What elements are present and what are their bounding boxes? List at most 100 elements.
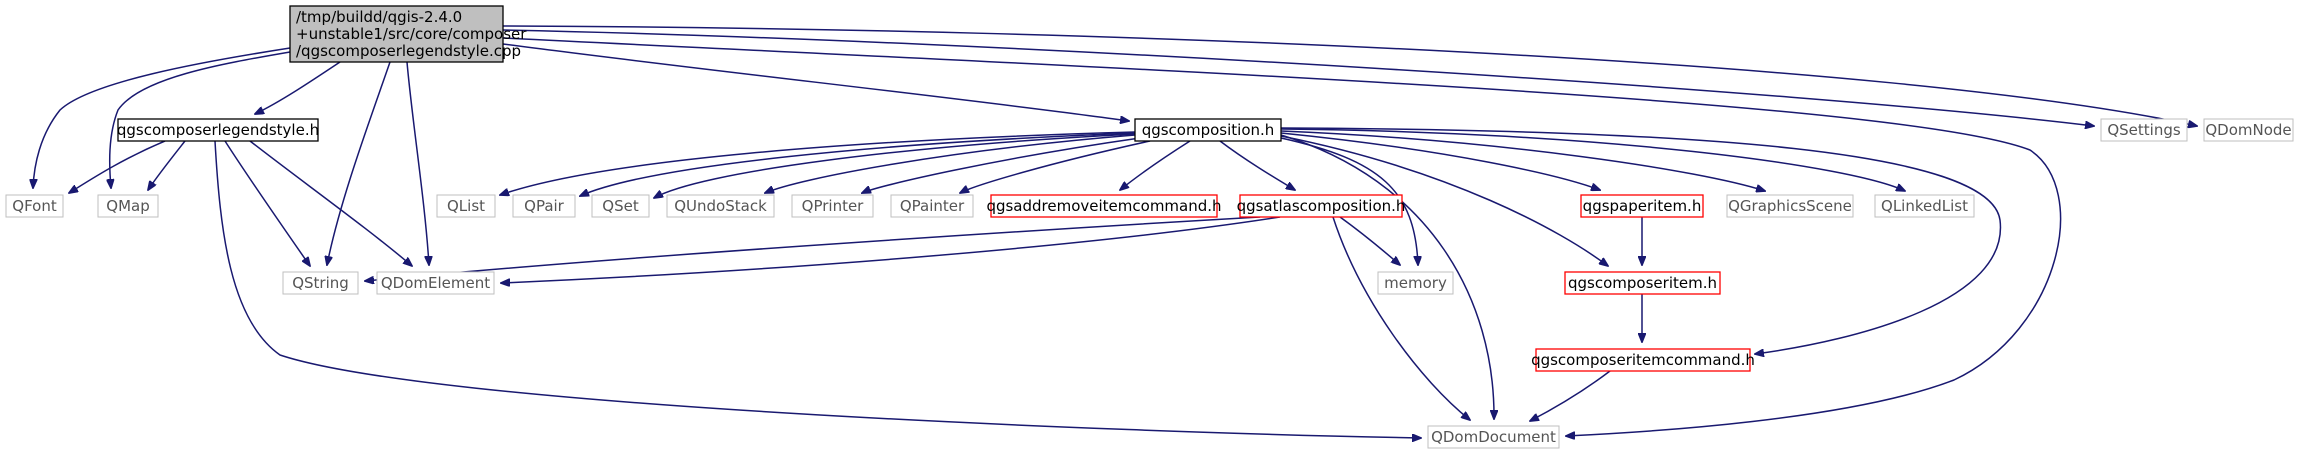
node-qgscomposeritem[interactable]: qgscomposeritem.h [1564,271,1721,295]
edge-qgscomposition-to-QUndoStack [765,134,1136,193]
edge-root-to-QFont [33,47,291,188]
node-qgscomposerlegendstyle[interactable]: qgscomposerlegendstyle.h [117,118,319,142]
edge-qgscomposition-to-QPainter [960,140,1151,193]
node-box-memory [1377,271,1454,295]
node-box-qgsatlascomposition [1239,194,1403,218]
node-QUndoStack: QUndoStack [666,194,775,218]
node-QPair: QPair [512,194,576,218]
node-box-QLinkedList [1874,194,1975,218]
node-label-QDomElement: QDomElement [381,274,490,292]
edge-qgsatlascomposition-to-memory [1339,216,1400,265]
node-label-qgscomposeritem: qgscomposeritem.h [1568,274,1717,292]
edge-root-to-QMap [110,51,291,188]
node-box-QDomNode [2203,118,2294,142]
dependency-edges [33,25,2197,438]
node-label-QString: QString [292,274,349,292]
edge-qgscomposerlegendstyle-to-QDomDocument [214,140,1421,438]
edge-qgscomposition-to-QList [500,131,1136,195]
edge-qgsatlascomposition-to-QDomDocument [1332,216,1470,420]
edge-qgscomposition-to-qgsatlascomposition [1219,140,1295,190]
edge-qgsatlascomposition-to-QDomElement [501,216,1281,283]
node-memory: memory [1377,271,1454,295]
node-box-QSettings [2100,118,2188,142]
node-box-QString [282,271,359,295]
node-label-QDomDocument: QDomDocument [1431,428,1556,446]
node-box-QGraphicsScene [1726,194,1854,218]
node-label-qgscomposition: qgscomposition.h [1142,121,1275,139]
edge-qgscomposerlegendstyle-to-QDomElement [249,140,412,266]
node-QDomDocument: QDomDocument [1427,425,1560,449]
node-box-QList [436,194,496,218]
node-QPrinter: QPrinter [791,194,874,218]
node-box-QDomElement [376,271,495,295]
node-QSet: QSet [591,194,650,218]
edge-qgscomposition-to-QLinkedList [1280,128,1905,191]
node-box-qgscomposerlegendstyle [117,118,319,142]
edge-root-to-QDomDocument [502,37,2062,436]
node-label-QList: QList [447,197,485,215]
node-label-QSettings: QSettings [2107,121,2181,139]
edge-root-to-QSettings [502,29,2094,126]
node-box-QPair [512,194,576,218]
edge-qgscomposition-to-QGraphicsScene [1280,130,1765,191]
node-box-QPainter [890,194,974,218]
node-QLinkedList: QLinkedList [1874,194,1975,218]
node-qgscomposition[interactable]: qgscomposition.h [1134,118,1282,142]
edge-qgscomposerlegendstyle-to-QMap [148,140,186,190]
node-QDomElement: QDomElement [376,271,495,295]
edge-root-to-qgscomposerlegendstyle [255,61,341,114]
edge-qgscomposition-to-qgsaddremoveitemcommand [1120,140,1191,190]
edge-qgscomposition-to-QPair [580,132,1136,196]
node-label-QPrinter: QPrinter [802,197,865,215]
node-QSettings: QSettings [2100,118,2188,142]
node-label-QMap: QMap [106,197,149,215]
node-label-QFont: QFont [12,197,57,215]
node-qgspaperitem[interactable]: qgspaperitem.h [1580,194,1704,218]
node-box-qgscomposeritemcommand [1535,348,1751,372]
node-box-QPrinter [791,194,874,218]
node-box-QUndoStack [666,194,775,218]
node-label-root-line-2: /qgscomposerlegendstyle.cpp [296,42,521,60]
node-box-QFont [5,194,64,218]
node-label-qgspaperitem: qgspaperitem.h [1583,197,1702,215]
node-QDomNode: QDomNode [2203,118,2294,142]
node-label-memory: memory [1384,274,1447,292]
node-qgsatlascomposition[interactable]: qgsatlascomposition.h [1237,194,1406,218]
node-qgsaddremoveitemcommand[interactable]: qgsaddremoveitemcommand.h [986,194,1222,218]
node-box-qgspaperitem [1580,194,1704,218]
edge-qgsatlascomposition-to-QString [365,216,1261,281]
edge-qgscomposition-to-qgspaperitem [1280,132,1600,190]
edge-qgscomposition-to-QSet [654,133,1136,198]
node-box-qgscomposeritem [1564,271,1721,295]
edge-qgscomposition-to-QPrinter [862,137,1141,193]
node-QFont: QFont [5,194,64,218]
node-label-QLinkedList: QLinkedList [1881,197,1968,215]
node-QList: QList [436,194,496,218]
edge-qgscomposition-to-qgscomposeritemcommand [1280,127,2002,354]
node-box-QSet [591,194,650,218]
node-QString: QString [282,271,359,295]
edge-root-to-QString [327,61,391,265]
node-label-QUndoStack: QUndoStack [674,197,767,215]
node-label-qgscomposerlegendstyle: qgscomposerlegendstyle.h [117,121,319,139]
node-qgscomposeritemcommand[interactable]: qgscomposeritemcommand.h [1531,348,1755,372]
node-label-QDomNode: QDomNode [2205,121,2291,139]
edge-root-to-QDomNode [502,25,2197,126]
node-label-qgscomposeritemcommand: qgscomposeritemcommand.h [1531,351,1755,369]
node-box-qgsaddremoveitemcommand [990,194,1218,218]
node-label-qgsaddremoveitemcommand: qgsaddremoveitemcommand.h [986,197,1221,215]
node-box-qgscomposition [1134,118,1282,142]
edge-qgscomposerlegendstyle-to-QFont [69,140,166,193]
node-QMap: QMap [97,194,159,218]
node-label-root-line-1: +unstable1/src/core/composer [296,25,527,43]
node-box-root [289,5,504,63]
node-root: /tmp/buildd/qgis-2.4.0+unstable1/src/cor… [289,5,527,63]
node-box-QMap [97,194,159,218]
node-label-QGraphicsScene: QGraphicsScene [1728,197,1852,215]
edge-qgscomposition-to-QDomDocument [1280,134,1494,419]
edge-root-to-qgscomposition [502,43,1129,121]
dependency-nodes: /tmp/buildd/qgis-2.4.0+unstable1/src/cor… [5,5,2294,449]
node-label-QPainter: QPainter [900,197,965,215]
node-label-qgsatlascomposition: qgsatlascomposition.h [1237,197,1406,215]
